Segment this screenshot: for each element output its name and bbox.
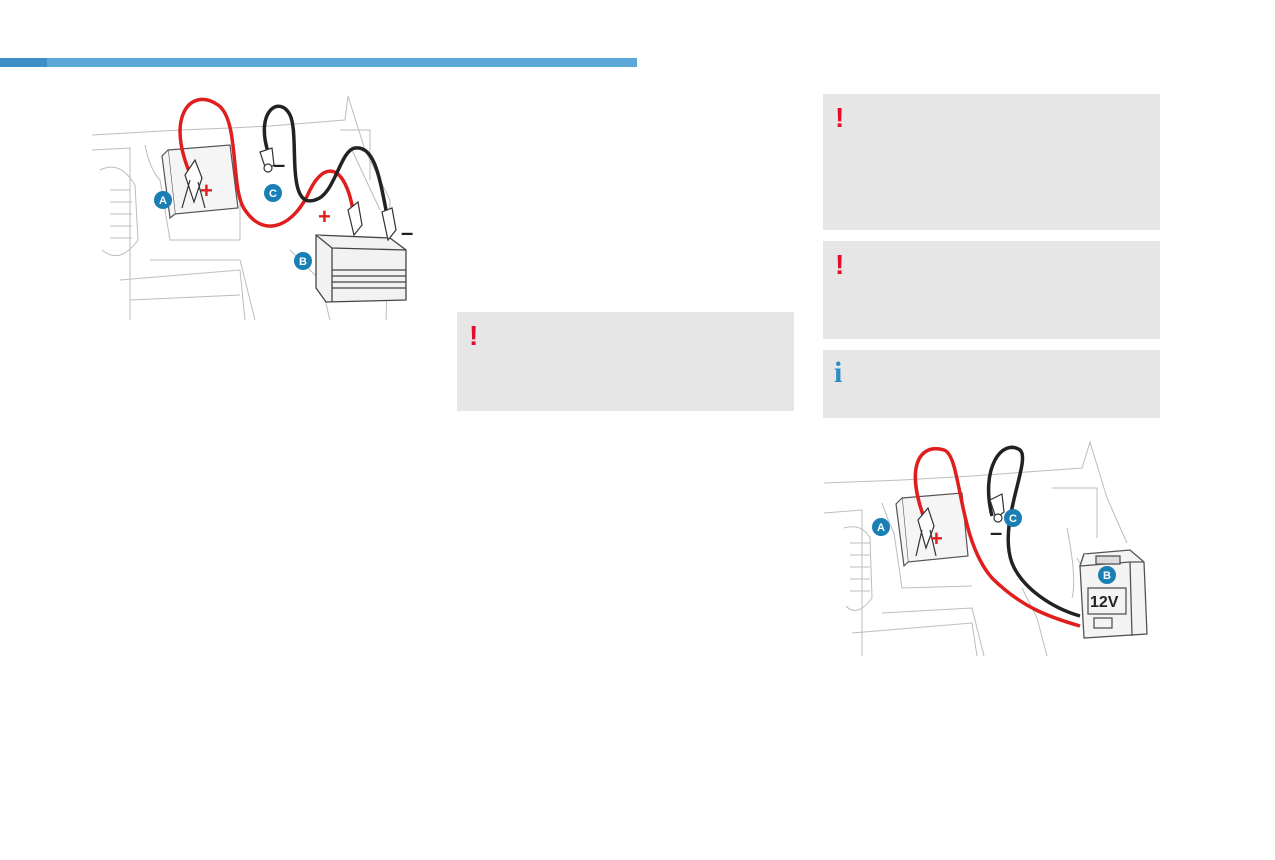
charger-figure: 12V + – A C B bbox=[822, 438, 1157, 660]
clamp-a bbox=[181, 158, 206, 209]
warning-note-3: ! bbox=[823, 241, 1160, 339]
svg-text:B: B bbox=[1103, 570, 1111, 582]
header-accent-bar-start bbox=[0, 58, 47, 67]
jump-start-battery-figure: + – + – A C B bbox=[90, 90, 420, 322]
warning-note-2: ! bbox=[823, 94, 1160, 230]
warning-note-1: ! bbox=[457, 312, 794, 411]
charger-voltage-label: 12V bbox=[1090, 594, 1119, 611]
clamp-donor-negative bbox=[381, 207, 397, 242]
svg-text:C: C bbox=[269, 188, 277, 200]
negative-cable bbox=[986, 445, 1081, 618]
svg-text:B: B bbox=[299, 256, 307, 268]
clamp-c bbox=[259, 147, 275, 173]
negative-sign-c: – bbox=[273, 152, 285, 177]
positive-sign-a: + bbox=[930, 526, 943, 551]
positive-cable-loop bbox=[178, 97, 355, 228]
callout-a: A bbox=[154, 191, 172, 209]
callout-b: B bbox=[1098, 566, 1116, 584]
clamp-donor-positive bbox=[347, 200, 363, 237]
charger-unit bbox=[1079, 549, 1148, 639]
exclamation-icon: ! bbox=[469, 320, 479, 351]
svg-text:A: A bbox=[159, 195, 167, 207]
svg-text:C: C bbox=[1009, 513, 1017, 525]
negative-cable-loop bbox=[262, 104, 389, 216]
callout-b: B bbox=[294, 252, 312, 270]
positive-sign-b: + bbox=[318, 204, 331, 229]
donor-battery bbox=[315, 234, 407, 303]
info-note: i bbox=[823, 350, 1160, 418]
negative-sign-b: – bbox=[401, 220, 413, 245]
positive-sign-a: + bbox=[200, 178, 213, 203]
callout-c: C bbox=[1004, 509, 1022, 527]
clamp-c bbox=[989, 493, 1005, 523]
callout-a: A bbox=[872, 518, 890, 536]
clamp-a bbox=[915, 506, 937, 557]
info-icon: i bbox=[834, 356, 843, 389]
header-accent-bar bbox=[0, 58, 637, 67]
svg-text:A: A bbox=[877, 522, 885, 534]
negative-sign-c: – bbox=[990, 520, 1002, 545]
callout-c: C bbox=[264, 184, 282, 202]
exclamation-icon: ! bbox=[835, 102, 845, 133]
positive-cable bbox=[913, 447, 1081, 628]
exclamation-icon: ! bbox=[835, 249, 845, 280]
